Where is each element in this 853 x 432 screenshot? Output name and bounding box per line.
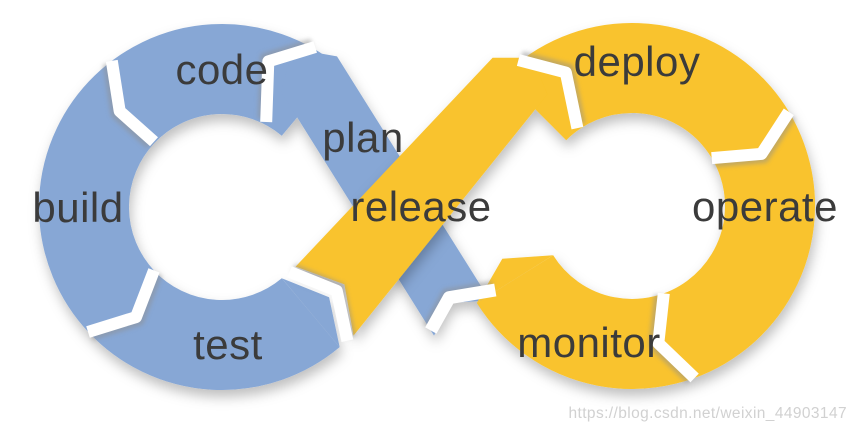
cut-release-deploy	[516, 54, 584, 130]
cut-test-release	[287, 266, 354, 343]
dev-ring-arc	[39, 24, 340, 390]
cut-monitor-plan	[425, 283, 497, 334]
cut-plan-code	[260, 41, 317, 123]
monitor-arrowhead	[476, 255, 554, 303]
cut-deploy-operate	[711, 108, 794, 165]
label-deploy: deploy	[574, 38, 701, 85]
watermark: https://blog.csdn.net/weixin_44903147	[569, 405, 848, 422]
release-band	[295, 57, 548, 336]
ops-loop	[295, 22, 815, 389]
cut-code-build	[105, 59, 158, 147]
label-build: build	[32, 184, 123, 231]
cut-build-test	[86, 268, 160, 338]
label-release: release	[350, 183, 491, 230]
label-monitor: monitor	[517, 319, 661, 366]
label-test: test	[193, 321, 263, 368]
cut-operate-monitor	[652, 292, 699, 383]
label-operate: operate	[692, 183, 838, 230]
test-arrowhead	[281, 278, 340, 348]
ops-ring-arc	[476, 22, 815, 389]
label-plan: plan	[322, 114, 403, 161]
label-code: code	[175, 46, 268, 93]
